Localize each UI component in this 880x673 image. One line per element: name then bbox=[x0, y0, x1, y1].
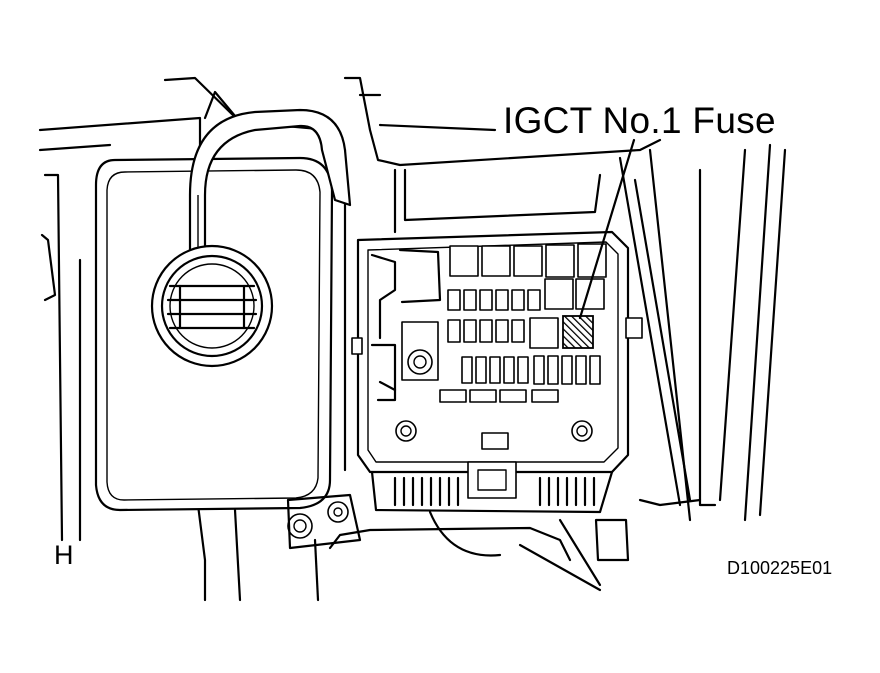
callout-label: IGCT No.1 Fuse bbox=[503, 100, 776, 141]
reservoir-cap bbox=[150, 244, 274, 368]
right-frame-lines bbox=[648, 143, 787, 522]
igct-no1-fuse-hatched bbox=[562, 315, 594, 349]
upper-bracket bbox=[343, 76, 692, 507]
callout-leader-line bbox=[578, 138, 636, 320]
lower-bracket bbox=[286, 493, 702, 602]
reservoir-hose bbox=[188, 108, 352, 257]
figure-code-label: D100225E01 bbox=[727, 558, 833, 578]
view-letter-label: H bbox=[54, 540, 74, 570]
fuse-box bbox=[351, 230, 643, 514]
